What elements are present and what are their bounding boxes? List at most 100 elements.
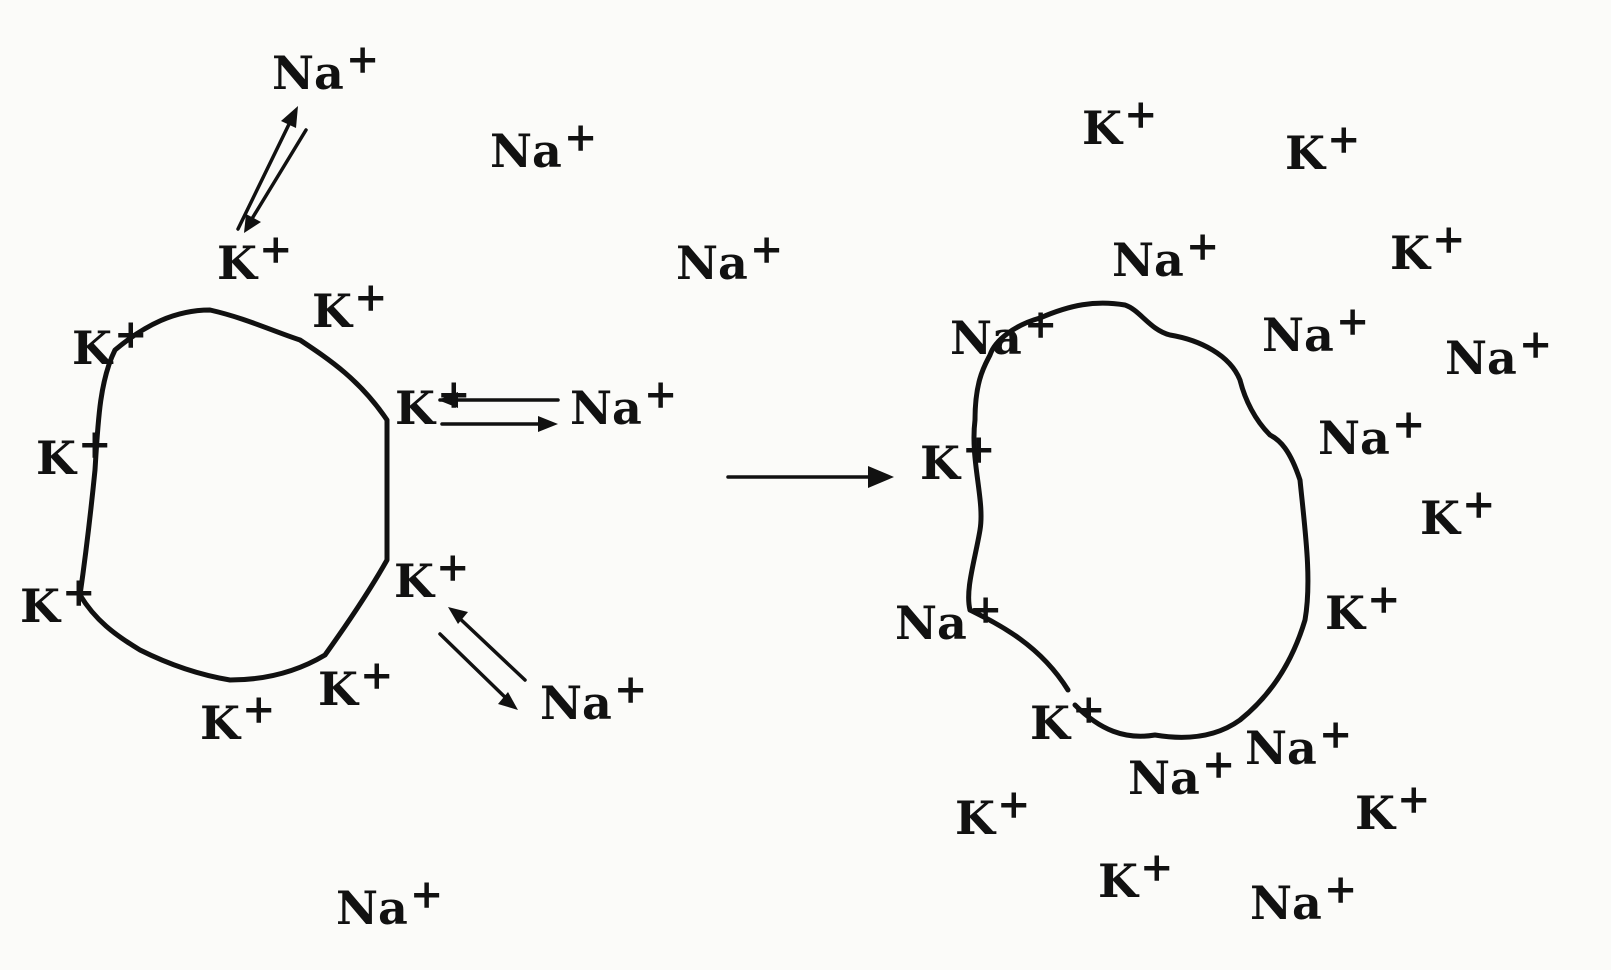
- ion-charge: +: [1185, 223, 1220, 270]
- mid-arrow-right-head: [538, 416, 558, 432]
- k-ion: K+: [1285, 120, 1361, 177]
- k-ion: K+: [1098, 848, 1174, 905]
- low-arrow-in-head: [448, 607, 468, 624]
- process-arrow-head: [868, 466, 894, 488]
- ion-charge: +: [359, 652, 394, 699]
- ion-charge: +: [409, 871, 444, 918]
- ion-symbol: Na: [1445, 331, 1517, 385]
- k-ion: K+: [72, 315, 148, 372]
- na-ion: Na+: [1262, 302, 1369, 359]
- k-ion: K+: [200, 690, 276, 747]
- k-ion: K+: [318, 656, 394, 713]
- ion-charge: +: [1326, 116, 1361, 163]
- ion-symbol: K: [955, 791, 995, 845]
- ion-symbol: K: [72, 321, 112, 375]
- na-ion: Na+: [540, 670, 647, 727]
- low-arrow-out: [438, 632, 512, 704]
- ion-charge: +: [996, 781, 1031, 828]
- ion-symbol: Na: [676, 236, 748, 290]
- ion-charge: +: [61, 569, 96, 616]
- na-ion: Na+: [490, 118, 597, 175]
- ion-charge: +: [353, 274, 388, 321]
- ion-symbol: Na: [1318, 411, 1390, 465]
- k-ion: K+: [955, 785, 1031, 842]
- ion-charge: +: [77, 421, 112, 468]
- ion-symbol: K: [36, 431, 76, 485]
- ion-charge: +: [1323, 866, 1358, 913]
- top-arrow-in: [248, 128, 308, 224]
- ion-symbol: Na: [540, 676, 612, 730]
- ion-charge: +: [113, 311, 148, 358]
- ion-charge: +: [1023, 301, 1058, 348]
- ion-symbol: K: [1285, 126, 1325, 180]
- k-ion: K+: [1082, 95, 1158, 152]
- ion-charge: +: [968, 586, 1003, 633]
- ion-charge: +: [1391, 401, 1426, 448]
- ion-symbol: Na: [1262, 308, 1334, 362]
- ion-symbol: K: [920, 436, 960, 490]
- k-ion: K+: [920, 430, 996, 487]
- ion-charge: +: [241, 686, 276, 733]
- ion-symbol: K: [1030, 696, 1070, 750]
- na-ion: Na+: [1445, 325, 1552, 382]
- ion-charge: +: [1201, 741, 1236, 788]
- ion-symbol: K: [1082, 101, 1122, 155]
- ion-charge: +: [1335, 298, 1370, 345]
- top-arrow-out-head: [281, 106, 298, 128]
- k-ion: K+: [1420, 485, 1496, 542]
- low-arrow-out-head: [498, 692, 518, 710]
- ion-symbol: K: [217, 236, 257, 290]
- na-ion: Na+: [570, 375, 677, 432]
- k-ion: K+: [394, 548, 470, 605]
- ion-charge: +: [749, 226, 784, 273]
- na-ion: Na+: [1250, 870, 1357, 927]
- ion-symbol: K: [318, 662, 358, 716]
- ion-charge: +: [1139, 844, 1174, 891]
- ion-symbol: K: [394, 554, 434, 608]
- k-ion: K+: [1325, 580, 1401, 637]
- ion-symbol: K: [1390, 226, 1430, 280]
- top-arrow-out: [236, 114, 295, 231]
- ion-symbol: K: [1355, 786, 1395, 840]
- k-ion: K+: [217, 230, 293, 287]
- ion-charge: +: [613, 666, 648, 713]
- ion-charge: +: [1431, 216, 1466, 263]
- ion-symbol: Na: [1250, 876, 1322, 930]
- ion-symbol: K: [20, 579, 60, 633]
- ion-charge: +: [435, 544, 470, 591]
- ion-charge: +: [1396, 776, 1431, 823]
- ion-symbol: K: [312, 284, 352, 338]
- k-ion: K+: [36, 425, 112, 482]
- ion-symbol: Na: [1112, 233, 1184, 287]
- ion-charge: +: [258, 226, 293, 273]
- ion-charge: +: [1123, 91, 1158, 138]
- left-cell-membrane: [77, 307, 390, 683]
- ion-symbol: K: [395, 381, 435, 435]
- mid-arrow-left-head: [438, 392, 458, 408]
- ion-charge: +: [1366, 576, 1401, 623]
- ion-charge: +: [1461, 481, 1496, 528]
- k-ion: K+: [1355, 780, 1431, 837]
- na-ion: Na+: [676, 230, 783, 287]
- ion-symbol: K: [200, 696, 240, 750]
- k-ion: K+: [1030, 690, 1106, 747]
- ion-symbol: Na: [895, 596, 967, 650]
- ion-charge: +: [436, 371, 471, 418]
- ion-charge: +: [563, 114, 598, 161]
- ion-symbol: K: [1420, 491, 1460, 545]
- na-ion: Na+: [336, 875, 443, 932]
- k-ion: K+: [312, 278, 388, 335]
- k-ion: K+: [395, 375, 471, 432]
- ion-symbol: Na: [1245, 721, 1317, 775]
- na-ion: Na+: [1128, 745, 1235, 802]
- ion-symbol: Na: [272, 46, 344, 100]
- na-ion: Na+: [950, 305, 1057, 362]
- ion-symbol: Na: [336, 881, 408, 935]
- na-ion: Na+: [1318, 405, 1425, 462]
- top-arrow-in-head: [244, 214, 261, 233]
- ion-symbol: Na: [1128, 751, 1200, 805]
- k-ion: K+: [1390, 220, 1466, 277]
- ion-symbol: Na: [570, 381, 642, 435]
- low-arrow-in: [453, 612, 527, 682]
